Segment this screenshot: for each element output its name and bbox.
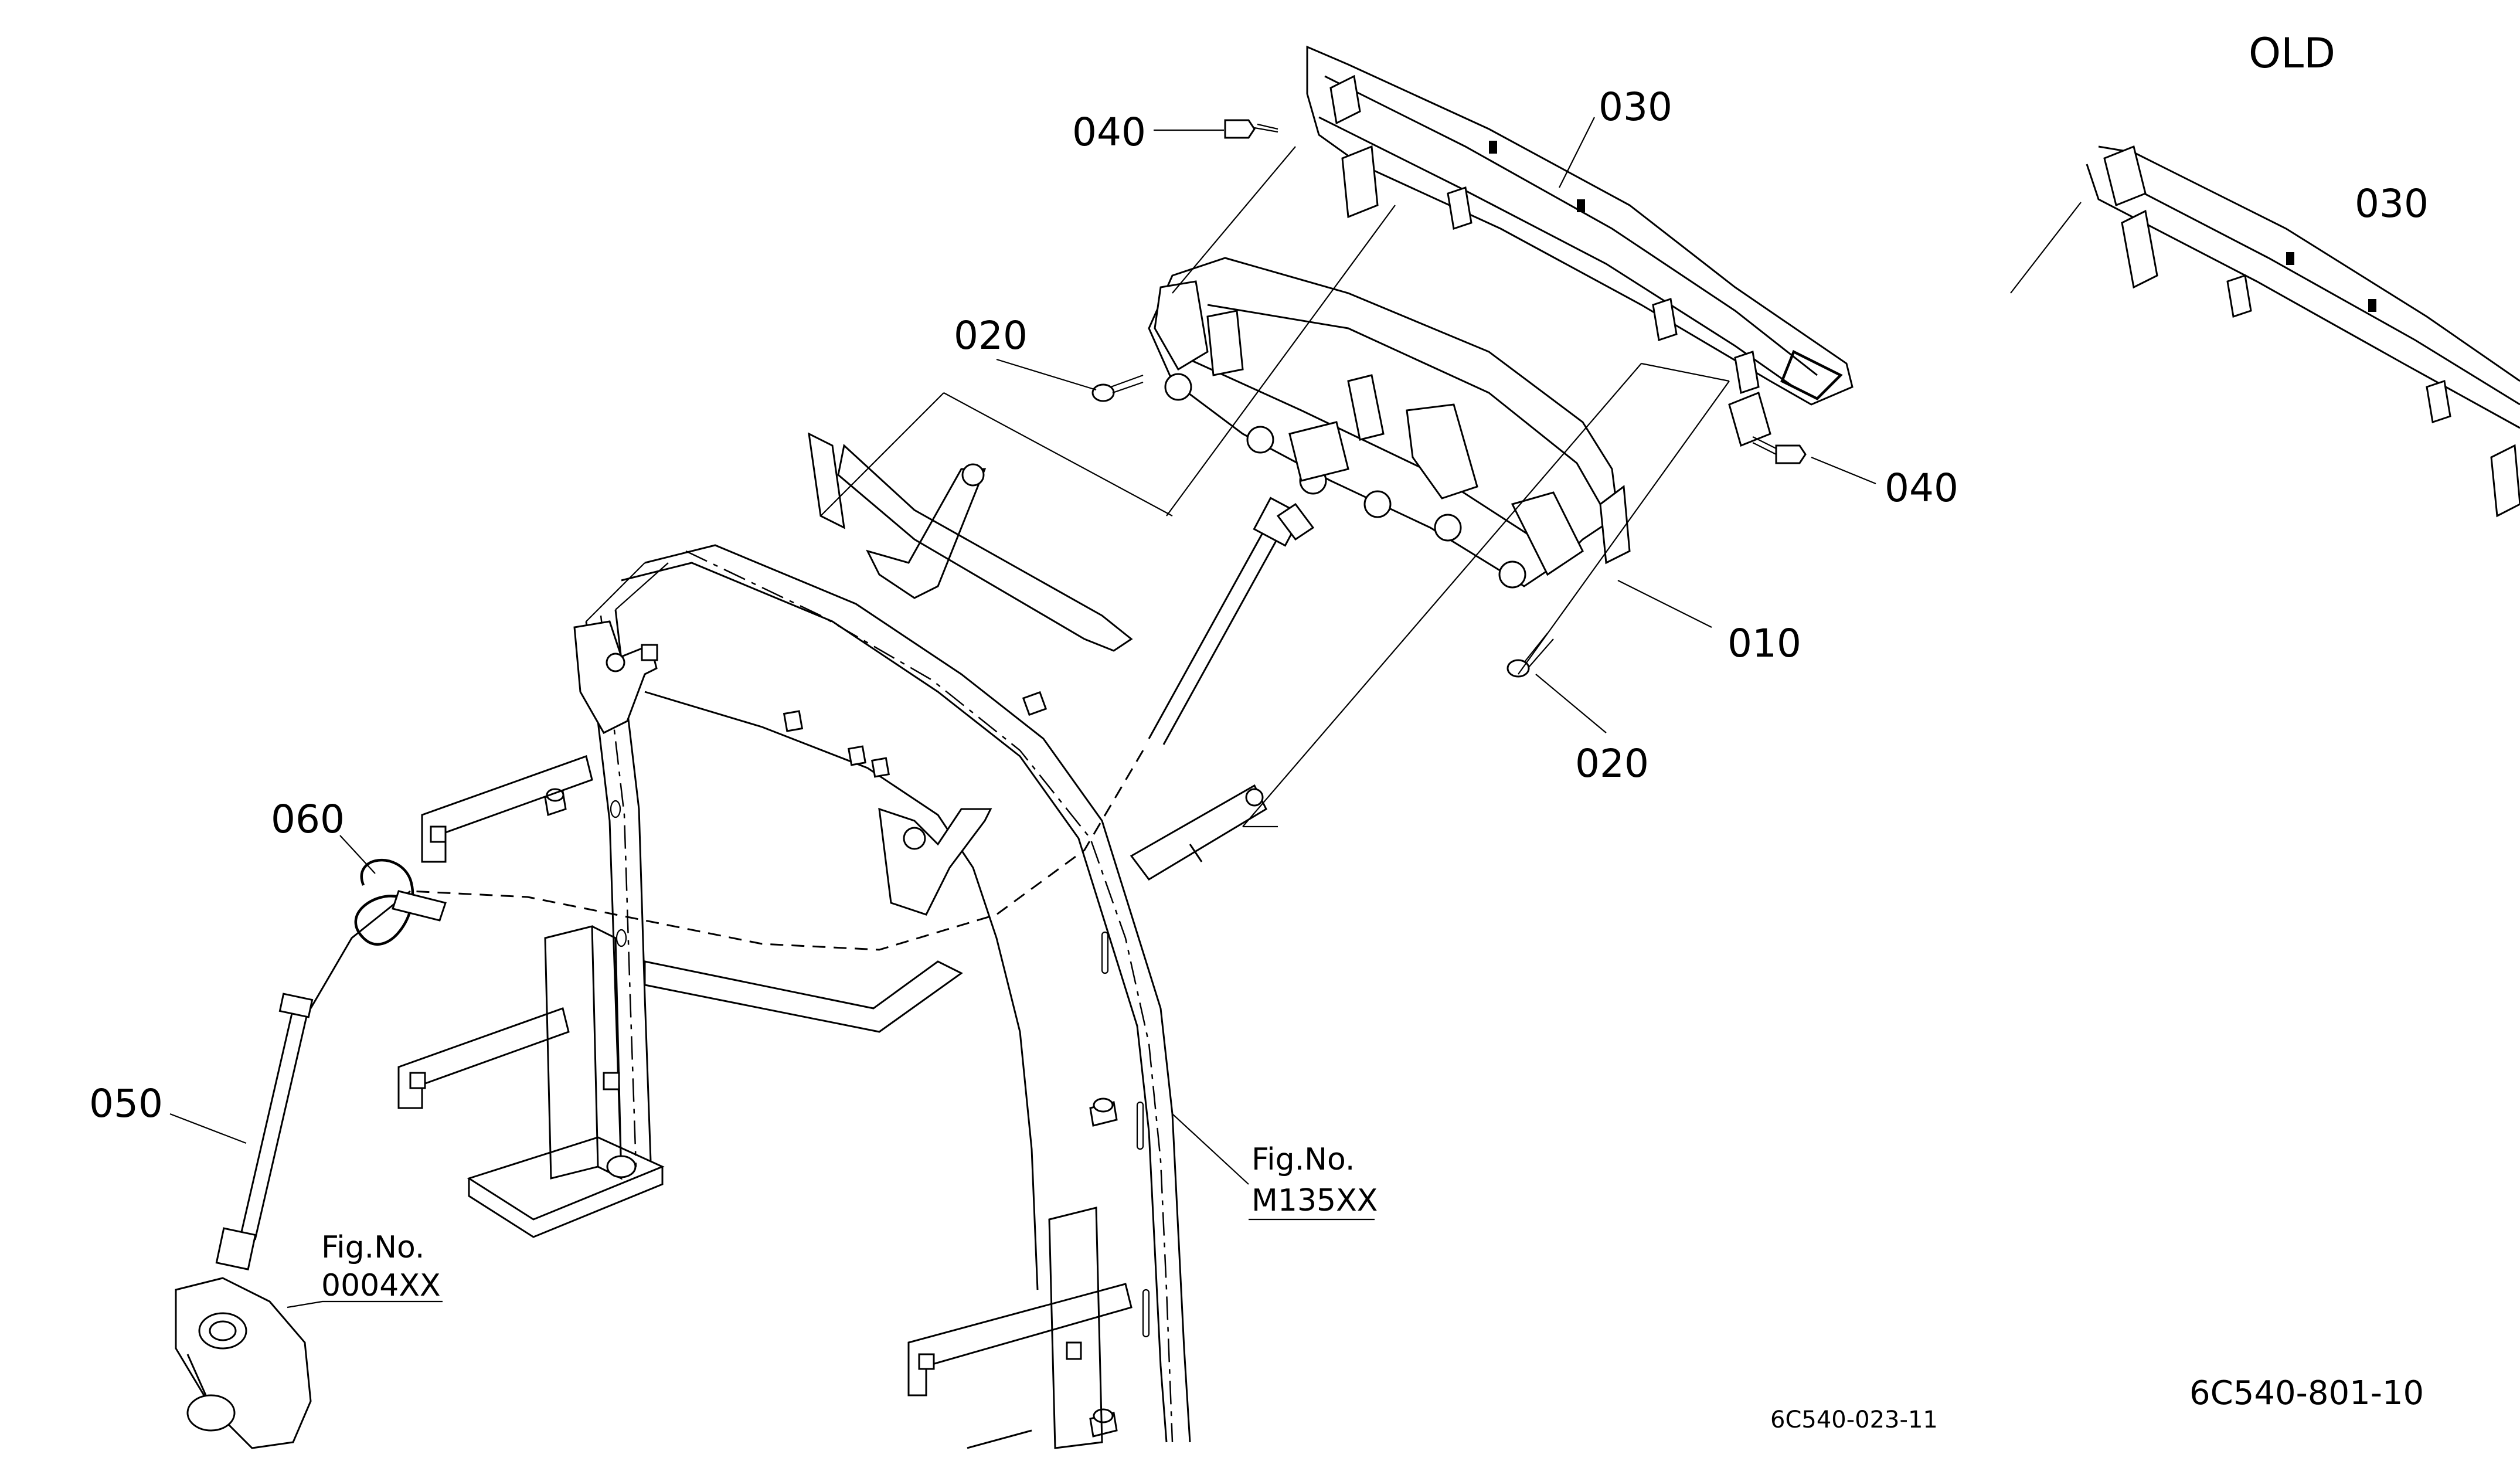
bolt-040-left — [1224, 119, 1278, 139]
part-label-040-left: 040 — [1072, 110, 1146, 155]
screw-020-upper — [1091, 374, 1144, 402]
part-label-030-old: 030 — [2355, 181, 2429, 226]
text-labels: OLD 030 030 040 040 020 020 010 060 050 … — [89, 29, 2429, 1433]
fig-ref-right-code: M135XX — [1252, 1183, 1378, 1218]
part-label-060: 060 — [271, 797, 345, 842]
part-label-020-lower: 020 — [1575, 741, 1649, 786]
meter-cable-050 — [175, 497, 1315, 1449]
cable-clamp-060 — [354, 858, 447, 946]
part-label-050: 050 — [89, 1081, 163, 1126]
part-label-040-right: 040 — [1885, 465, 1958, 511]
fig-ref-left-code: 0004XX — [321, 1268, 441, 1303]
drawing-number-small: 6C540-023-11 — [1770, 1406, 1938, 1433]
leader-lines — [169, 117, 2082, 1309]
old-version-label: OLD — [2249, 29, 2335, 77]
instrument-panel-010 — [1148, 257, 1631, 589]
bolt-040-right — [1752, 436, 1807, 464]
frame-bracket — [397, 432, 1267, 1449]
old-panel-cover-030 — [2086, 145, 2520, 518]
fig-ref-left-title: Fig.No. — [321, 1230, 424, 1265]
panel-cover-030 — [1306, 45, 1854, 447]
part-label-010: 010 — [1727, 621, 1801, 666]
part-label-030-main: 030 — [1599, 84, 1672, 130]
screw-020-lower — [1506, 633, 1554, 678]
part-label-020-upper: 020 — [954, 313, 1028, 358]
drawing-number-large: 6C540-801-10 — [2189, 1374, 2424, 1412]
fig-ref-right-title: Fig.No. — [1252, 1142, 1355, 1177]
